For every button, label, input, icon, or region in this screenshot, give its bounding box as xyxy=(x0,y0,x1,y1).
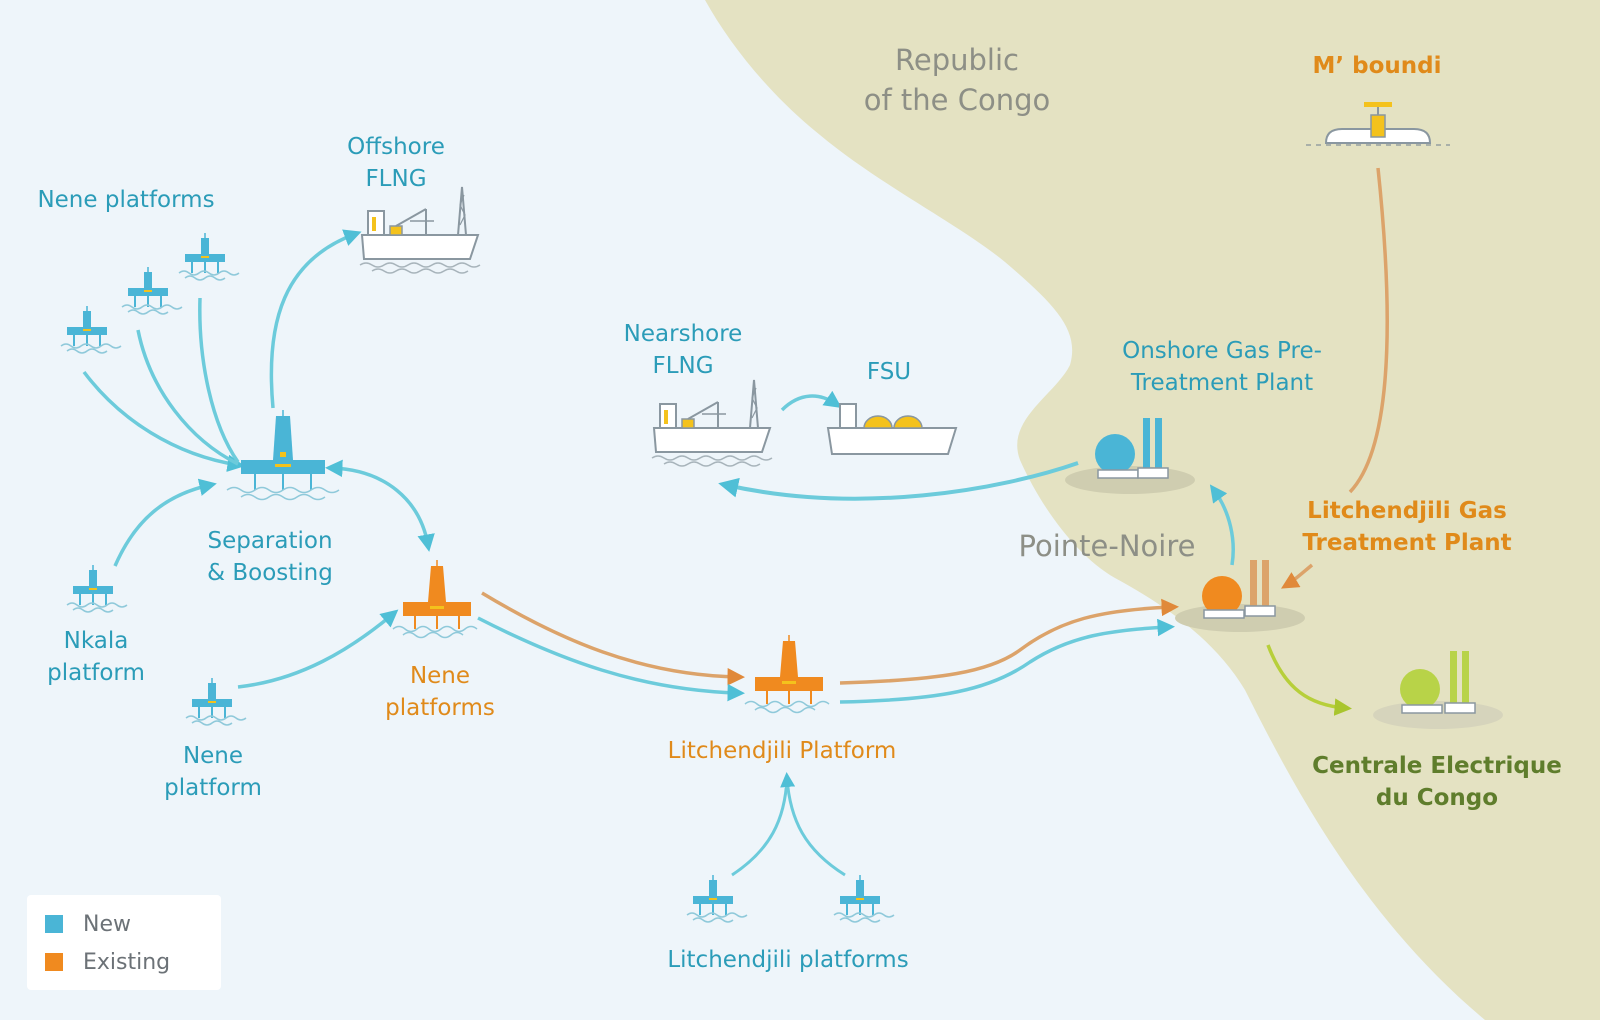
flow-litchendjili-to-gas-plant-blue xyxy=(839,618,1175,704)
label-litchendjili-gas-plant: Litchendjili Gas Treatment Plant xyxy=(1302,498,1512,556)
nene-platform-icon-1 xyxy=(60,305,122,354)
label-offshore-flng: Offshore FLNG xyxy=(347,134,445,192)
legend: New Existing xyxy=(27,895,221,990)
flow-nene-single-to-nene-existing xyxy=(237,609,399,689)
label-litchendjili-platform: Litchendjili Platform xyxy=(667,738,897,764)
flow-nene-to-litchendjili-blue xyxy=(477,616,745,702)
label-nene-platforms-top: Nene platforms xyxy=(37,187,215,213)
legend-swatch-existing xyxy=(45,953,63,971)
flow-litchendjili-platforms-merge-right xyxy=(780,772,846,877)
nkala-platform-icon xyxy=(66,564,128,613)
legend-swatch-new xyxy=(45,915,63,933)
fsu-ship-icon xyxy=(826,403,958,455)
litchendjili-platform-small-icon-1 xyxy=(686,874,748,923)
flow-gas-plant-to-onshore xyxy=(1209,484,1235,566)
flow-nearshore-to-fsu xyxy=(780,390,842,412)
offshore-flng-ship-icon xyxy=(359,186,481,274)
land-area xyxy=(705,0,1600,1020)
flow-gas-plant-to-centrale xyxy=(1266,644,1352,716)
flow-nene-to-separation-2 xyxy=(136,329,239,466)
litchendjili-gas-plant-icon xyxy=(1175,560,1305,632)
flow-mboundi-to-gas-plant-end xyxy=(1280,563,1314,589)
nene-single-platform-icon xyxy=(185,677,247,726)
legend-label-new: New xyxy=(83,911,131,937)
label-onshore-gas-plant: Onshore Gas Pre- Treatment Plant xyxy=(1122,338,1322,396)
flow-onshore-to-nearshore-flng xyxy=(718,461,1079,501)
flow-nene-to-separation-3 xyxy=(198,297,240,464)
label-nene-platform-single: Nene platform xyxy=(164,743,262,801)
label-nene-platforms-existing: Nene platforms xyxy=(385,663,495,721)
nene-platform-icon-2 xyxy=(121,266,183,315)
label-fsu: FSU xyxy=(866,359,912,385)
separation-boosting-platform-icon xyxy=(226,409,340,501)
flow-nene-to-separation-1 xyxy=(82,370,245,472)
flow-mboundi-to-gas-plant xyxy=(1348,167,1389,494)
mboundi-wellhead-icon xyxy=(1306,102,1450,146)
flow-separation-to-offshore-flng xyxy=(269,229,362,409)
label-nearshore-flng: Nearshore FLNG xyxy=(623,321,743,379)
nene-platform-icon-3 xyxy=(178,232,240,281)
nene-existing-platform-icon xyxy=(392,559,478,639)
flow-nkala-to-separation xyxy=(113,478,217,567)
flow-litchendjili-platforms-merge-left xyxy=(731,777,789,877)
litchendjili-platform-icon xyxy=(744,634,830,714)
onshore-pretreatment-plant-icon xyxy=(1065,418,1195,494)
centrale-electrique-icon xyxy=(1373,651,1503,729)
city-label-pointe-noire: Pointe-Noire xyxy=(1018,529,1196,563)
nearshore-flng-ship-icon xyxy=(651,379,773,467)
legend-item-new: New xyxy=(45,909,131,939)
label-separation-boosting: Separation & Boosting xyxy=(207,528,333,586)
legend-label-existing: Existing xyxy=(83,949,171,975)
legend-item-existing: Existing xyxy=(45,947,170,977)
label-litchendjili-platforms: Litchendjili platforms xyxy=(667,947,909,973)
flow-litchendjili-to-gas-plant-orange xyxy=(839,598,1179,685)
label-nkala-platform: Nkala platform xyxy=(47,628,145,686)
label-centrale-electrique: Centrale Electrique du Congo xyxy=(1312,753,1562,811)
label-mboundi: M’ boundi xyxy=(1312,53,1442,79)
region-label: Republic of the Congo xyxy=(863,43,1051,117)
flow-nene-to-litchendjili-orange xyxy=(481,591,745,686)
flow-separation-nene-bidirectional xyxy=(325,459,435,552)
litchendjili-platform-small-icon-2 xyxy=(833,874,895,923)
